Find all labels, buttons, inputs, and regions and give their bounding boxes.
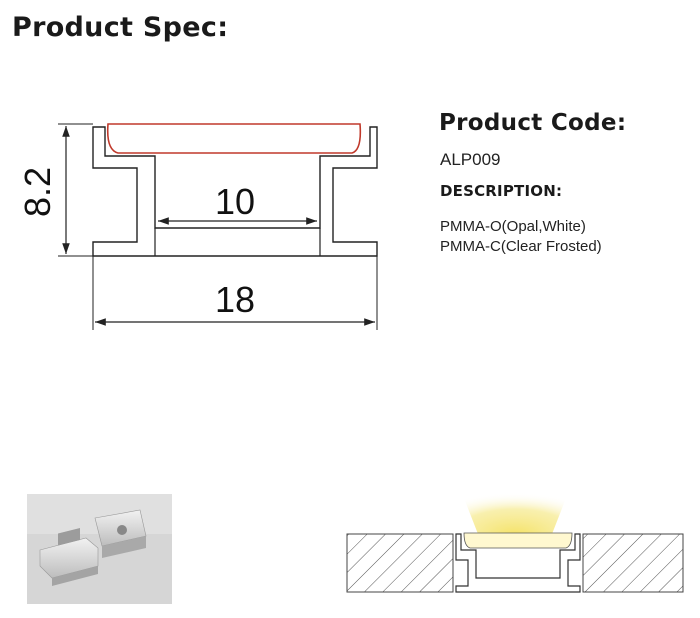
outer-width-dimension-label: 18 [215, 279, 255, 320]
description-heading: DESCRIPTION: [440, 182, 563, 200]
product-code-heading: Product Code: [439, 110, 627, 136]
end-cap-illustration [27, 494, 172, 604]
profile-outline [92, 126, 378, 257]
product-code-value: ALP009 [440, 150, 501, 169]
description-line-clear: PMMA-C(Clear Frosted) [440, 238, 602, 255]
installation-section [346, 488, 684, 593]
description-line-opal: PMMA-O(Opal,White) [440, 218, 586, 235]
height-dimension-label: 8.2 [17, 167, 58, 217]
diffuser-outline [106, 123, 362, 154]
page-title: Product Spec: [12, 12, 229, 43]
inner-width-dimension-label: 10 [215, 181, 255, 222]
